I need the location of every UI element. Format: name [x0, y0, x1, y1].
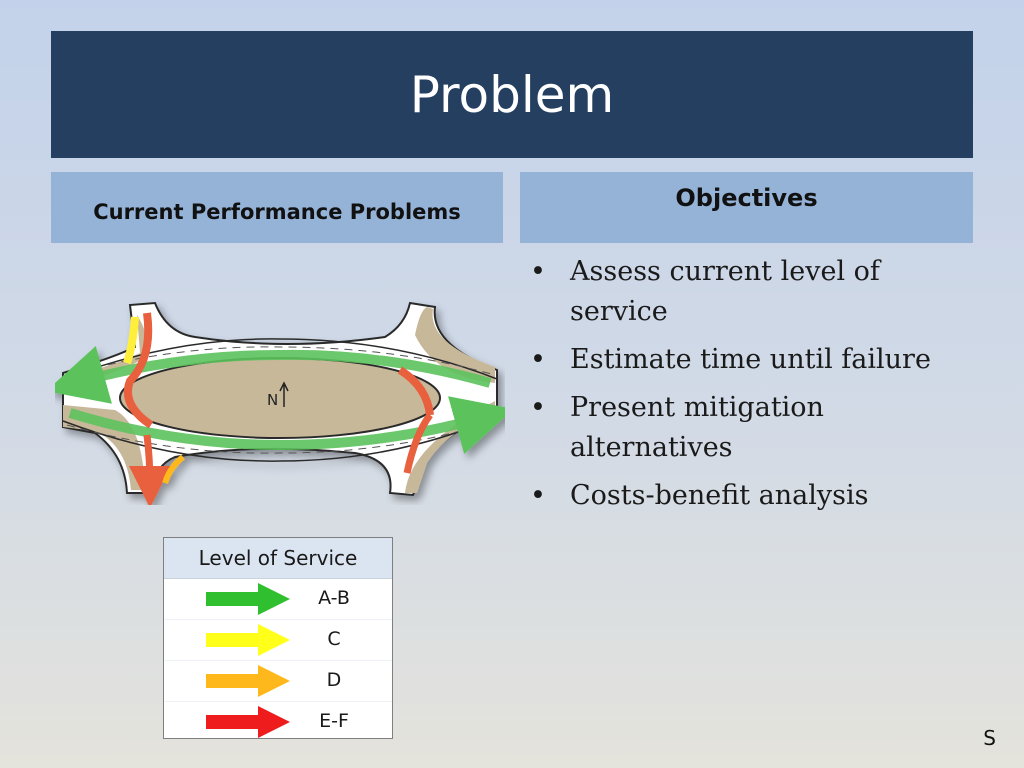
- objective-text: Assess current level of service: [570, 256, 880, 327]
- interchange-diagram: N: [55, 301, 505, 505]
- legend-row: D: [164, 661, 392, 702]
- right-column-header: Objectives: [520, 172, 973, 243]
- southwest-orange-ramp: [162, 454, 185, 484]
- legend-row: C: [164, 620, 392, 661]
- objective-item: • Present mitigation alternatives: [530, 388, 970, 468]
- slide-title: Problem: [409, 65, 615, 124]
- upper-lane-dashes: [66, 346, 496, 376]
- legend-header: Level of Service: [164, 538, 392, 579]
- central-island: [119, 357, 441, 439]
- lower-lane-dashes: [66, 420, 496, 454]
- lower-road-edge: [62, 416, 498, 462]
- objective-item: • Estimate time until failure: [530, 340, 970, 380]
- objectives-list: • Assess current level of service • Estima…: [530, 252, 970, 524]
- level-of-service-arrow-icon: [206, 583, 290, 615]
- legend-row: A-B: [164, 579, 392, 620]
- legend-label: E-F: [319, 710, 349, 732]
- interchange-map-group: [55, 301, 505, 505]
- bullet-dot: •: [530, 256, 546, 287]
- page-number: S: [983, 726, 996, 750]
- objective-text: Estimate time until failure: [570, 344, 931, 375]
- upper-right-fill: [415, 307, 495, 383]
- level-of-service-arrow-icon: [206, 624, 290, 656]
- legend-header-text: Level of Service: [198, 546, 358, 570]
- bullet-dot: •: [530, 392, 546, 423]
- bullet-dot: •: [530, 344, 546, 375]
- objective-item: • Costs-benefit analysis: [530, 476, 970, 516]
- title-bar: Problem: [51, 31, 973, 158]
- southeast-red-ramp: [403, 412, 433, 474]
- east-red-weave: [397, 366, 434, 416]
- objective-item: • Assess current level of service: [530, 252, 970, 332]
- southwest-red-ramp: [128, 434, 171, 505]
- legend-label: D: [326, 669, 342, 691]
- legend-table: Level of Service A-B C D E-F: [163, 537, 393, 739]
- left-column-header-text: Current Performance Problems: [93, 199, 461, 224]
- legend-label: C: [327, 628, 341, 650]
- west-red-weave: [123, 312, 154, 429]
- north-arrow-icon: [279, 381, 289, 407]
- level-of-service-arrow-icon: [206, 665, 290, 697]
- objective-text: Costs-benefit analysis: [570, 480, 869, 511]
- legend-row: E-F: [164, 702, 392, 742]
- objective-text: Present mitigation alternatives: [570, 392, 824, 463]
- bullet-dot: •: [530, 480, 546, 511]
- northwest-yellow-ramp: [123, 316, 139, 365]
- left-column-header: Current Performance Problems: [51, 172, 503, 243]
- north-label: N: [267, 391, 278, 409]
- legend-label: A-B: [318, 587, 350, 609]
- level-of-service-arrow-icon: [206, 706, 290, 738]
- right-column-header-text: Objectives: [675, 183, 818, 212]
